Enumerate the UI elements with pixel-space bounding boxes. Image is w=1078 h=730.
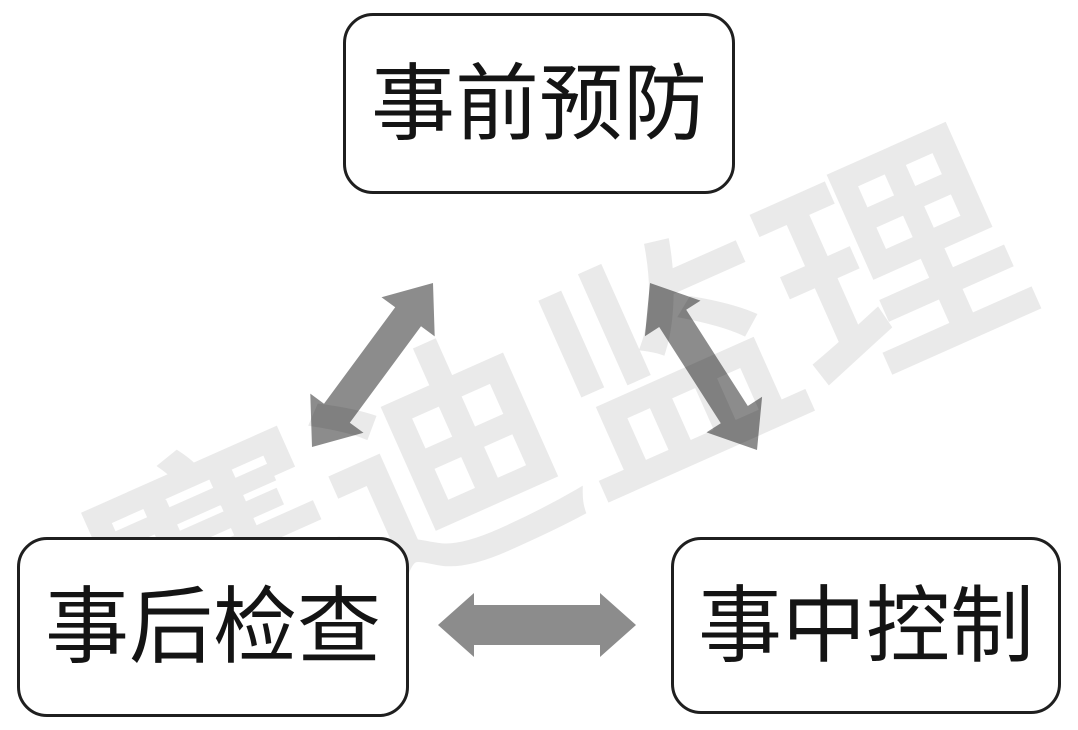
double-arrow-inspection-control-icon — [438, 593, 636, 657]
node-post-event-inspection: 事后检查 — [17, 537, 409, 717]
node-pre-event-prevention-label: 事前预防 — [370, 56, 707, 151]
double-arrow-prevention-control-icon — [644, 283, 763, 450]
node-in-event-control: 事中控制 — [671, 537, 1061, 714]
node-post-event-inspection-label: 事后检查 — [44, 580, 381, 674]
node-in-event-control-label: 事中控制 — [697, 578, 1034, 673]
double-arrow-prevention-inspection-icon — [310, 283, 435, 447]
node-pre-event-prevention: 事前预防 — [343, 13, 735, 194]
